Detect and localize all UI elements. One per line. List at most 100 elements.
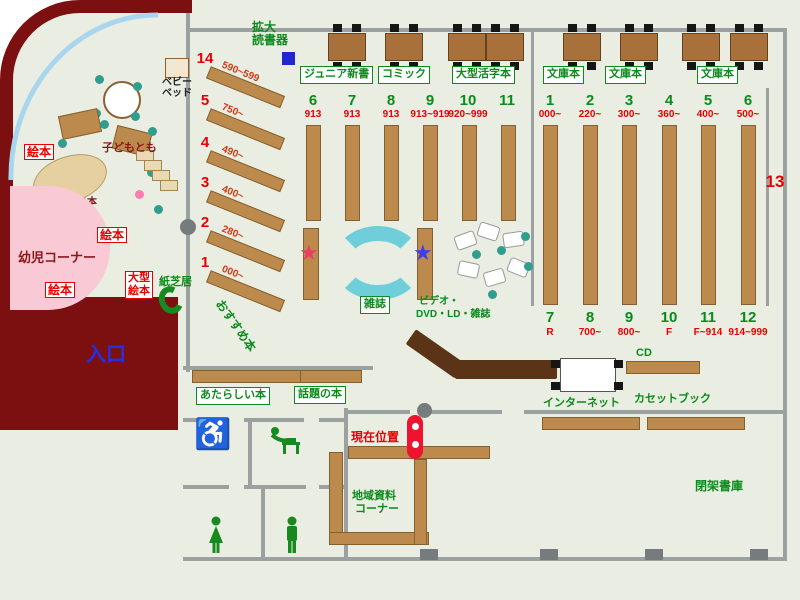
wheelchair-icon: ♿	[194, 418, 232, 451]
stack-number: 11	[700, 309, 716, 326]
stack-range: 400~	[696, 109, 720, 120]
chair-dot-icon	[497, 246, 506, 255]
bookshelf	[542, 417, 640, 430]
wall	[766, 88, 769, 306]
reading-table	[730, 24, 768, 70]
local-materials-label-line1: 地域資料	[352, 490, 396, 502]
reading-table	[563, 24, 601, 70]
chair-icon	[625, 24, 634, 32]
section-label-large-print: 大型活字本	[452, 66, 515, 84]
stack-range: 700~	[578, 327, 602, 338]
chair-dot-icon	[58, 139, 67, 148]
chair-icon	[390, 24, 399, 32]
children-corner-wall	[0, 0, 192, 312]
stack-range: R	[546, 327, 554, 338]
marker-dot	[411, 423, 419, 430]
reading-table	[385, 24, 423, 70]
recommended-books-label: おすすめ本	[212, 297, 259, 355]
stack-number: 4	[664, 92, 674, 109]
chair-icon	[644, 24, 653, 32]
stack-number: 3	[624, 92, 634, 109]
wall	[183, 557, 787, 561]
chair-dot-icon	[100, 120, 109, 129]
wall	[248, 422, 252, 489]
wall	[344, 408, 348, 559]
section-label-junior: ジュニア新書	[300, 66, 374, 84]
bookshelf	[583, 125, 598, 305]
topic-books-shelf	[300, 370, 362, 383]
bookshelf	[345, 125, 360, 221]
chair-dot-icon	[472, 250, 481, 259]
service-counter	[405, 329, 466, 379]
stack-number: 9	[624, 309, 634, 326]
chair-dot-icon	[133, 82, 142, 91]
chair-icon	[735, 62, 744, 70]
stack-range: 800~	[617, 327, 641, 338]
stack-number: 8	[585, 309, 595, 326]
stack-range: F~914	[693, 327, 723, 338]
chair-icon	[551, 360, 560, 368]
step-shelf	[160, 180, 178, 191]
bookshelf	[701, 125, 716, 305]
browsing-seat	[482, 267, 507, 288]
stack-number: 12	[739, 309, 757, 326]
new-books-label: あたらしい本	[196, 387, 270, 405]
bookshelf	[329, 532, 429, 545]
internet-label: インターネット	[543, 397, 620, 409]
chair-icon	[735, 24, 744, 32]
bookshelf	[462, 125, 477, 221]
magazine-label: 雑誌	[360, 296, 390, 314]
wall	[319, 418, 347, 422]
wall	[183, 366, 373, 370]
stack-range: 500~	[736, 109, 760, 120]
stack-number: 10	[459, 92, 477, 109]
stack-number: 6	[308, 92, 318, 109]
stack-number: 10	[660, 309, 678, 326]
wall	[430, 410, 502, 414]
marker-dot	[411, 441, 419, 448]
wall	[244, 485, 306, 489]
browsing-seat	[476, 221, 501, 242]
chair-dot-icon	[488, 290, 497, 299]
shelf-number: 5	[200, 92, 210, 109]
chair-dot-icon	[524, 262, 533, 271]
wall	[183, 485, 229, 489]
chair-dot-icon	[521, 232, 530, 241]
bookshelf	[414, 459, 427, 545]
internet-table	[560, 358, 616, 392]
cd-label: CD	[636, 347, 652, 359]
new-books-shelf	[192, 370, 302, 383]
bookshelf	[543, 125, 558, 305]
stack-number: 9	[425, 92, 435, 109]
bookshelf	[303, 228, 319, 300]
chair-icon	[333, 24, 342, 32]
stack-number: 11	[499, 92, 515, 109]
stack-range: 920~999	[448, 109, 488, 120]
picture-books-label: 絵本	[97, 227, 128, 244]
pillar	[645, 549, 663, 560]
pillar	[750, 549, 768, 560]
column-pillar	[417, 403, 432, 418]
wall	[186, 28, 786, 32]
bookshelf	[741, 125, 756, 305]
bookshelf	[622, 125, 637, 305]
column-pillar	[180, 219, 196, 235]
stack-number: 5	[703, 92, 713, 109]
entrance-label: 入口	[86, 344, 126, 366]
large-picture-book-label: 大型絵本	[125, 271, 153, 300]
bookshelf	[384, 125, 399, 221]
chair-icon	[472, 24, 481, 32]
topic-books-label: 話題の本	[294, 386, 346, 404]
chair-icon	[491, 24, 500, 32]
chair-icon	[614, 382, 623, 390]
stack-number: 8	[386, 92, 396, 109]
chair-icon	[587, 62, 596, 70]
bookshelf	[662, 125, 677, 305]
magnifier-reader-marker	[282, 52, 295, 65]
toddler-corner-label: 幼児コーナー	[18, 250, 97, 265]
wall	[531, 32, 534, 306]
womens-toilet-icon	[209, 516, 223, 553]
wall	[524, 410, 785, 414]
star-icon-red: ★	[299, 240, 319, 265]
